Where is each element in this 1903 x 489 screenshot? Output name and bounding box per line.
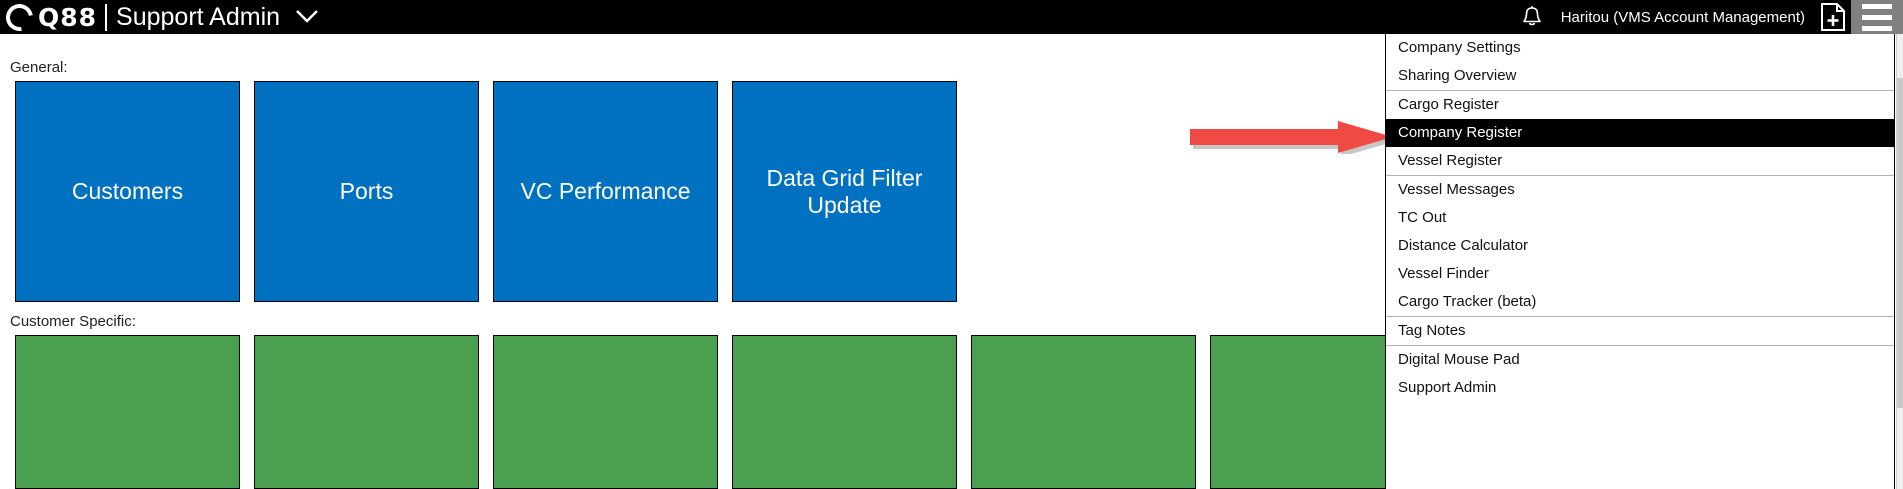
tile-data-grid-filter-update[interactable]: Data Grid Filter Update (732, 81, 957, 302)
section-label-customer-specific: Customer Specific: (10, 313, 136, 330)
hamburger-bar-1 (1862, 3, 1892, 9)
menu-item-digital-mouse-pad[interactable]: Digital Mouse Pad (1398, 351, 1520, 368)
tile-customer-specific-1[interactable] (15, 335, 240, 489)
menu-separator (1386, 175, 1894, 176)
tile-label: Ports (339, 178, 394, 205)
menu-separator (1386, 345, 1894, 346)
red-arrow-annotation (1190, 120, 1396, 157)
menu-item-vessel-messages[interactable]: Vessel Messages (1398, 181, 1515, 198)
q88-wordmark: Q88 (38, 2, 98, 32)
tile-label: Data Grid Filter Update (766, 165, 923, 218)
menu-item-vessel-register[interactable]: Vessel Register (1398, 152, 1503, 169)
tile-ports[interactable]: Ports (254, 81, 479, 302)
menu-item-company-settings[interactable]: Company Settings (1398, 39, 1521, 56)
menu-separator (1386, 316, 1894, 317)
new-document-icon[interactable] (1819, 2, 1847, 32)
menu-item-cargo-tracker[interactable]: Cargo Tracker (beta) (1398, 293, 1537, 310)
menu-item-distance-calculator[interactable]: Distance Calculator (1398, 237, 1529, 254)
tile-vc-performance[interactable]: VC Performance (493, 81, 718, 302)
scrollbar-thumb[interactable] (1897, 78, 1903, 408)
tile-customer-specific-5[interactable] (971, 335, 1196, 489)
tile-label: VC Performance (520, 178, 691, 205)
main-dropdown-menu: Company Settings Sharing Overview Cargo … (1385, 34, 1895, 489)
tile-customer-specific-2[interactable] (254, 335, 479, 489)
hamburger-menu-icon[interactable] (1851, 0, 1903, 34)
topbar-right-controls: Haritou (VMS Account Management) (1521, 0, 1903, 34)
section-label-general: General: (10, 59, 68, 76)
tile-customer-specific-3[interactable] (493, 335, 718, 489)
tile-customer-specific-4[interactable] (732, 335, 957, 489)
menu-item-tag-notes[interactable]: Tag Notes (1398, 322, 1466, 339)
menu-item-sharing-overview[interactable]: Sharing Overview (1398, 67, 1517, 84)
q88-ring-logo-icon (0, 0, 39, 36)
menu-item-vessel-finder[interactable]: Vessel Finder (1398, 265, 1489, 282)
brand-divider (105, 3, 108, 31)
chevron-down-icon[interactable] (294, 8, 320, 27)
menu-item-support-admin[interactable]: Support Admin (1398, 379, 1497, 396)
tile-customers[interactable]: Customers (15, 81, 240, 302)
page-scrollbar[interactable] (1896, 34, 1903, 489)
page-title: Support Admin (116, 2, 281, 31)
hamburger-bar-2 (1862, 14, 1892, 20)
menu-item-company-register[interactable]: Company Register (1386, 119, 1894, 147)
brand-area[interactable]: Q88 Support Admin (0, 0, 320, 36)
notification-bell-icon[interactable] (1521, 5, 1543, 29)
top-navigation-bar: Q88 Support Admin Haritou (VMS Account M… (0, 0, 1903, 36)
current-user-label[interactable]: Haritou (VMS Account Management) (1560, 8, 1805, 26)
hamburger-bar-3 (1862, 25, 1892, 31)
menu-item-cargo-register[interactable]: Cargo Register (1398, 96, 1499, 113)
menu-separator (1386, 90, 1894, 91)
menu-item-tc-out[interactable]: TC Out (1398, 209, 1447, 226)
tile-label: Customers (71, 178, 184, 205)
